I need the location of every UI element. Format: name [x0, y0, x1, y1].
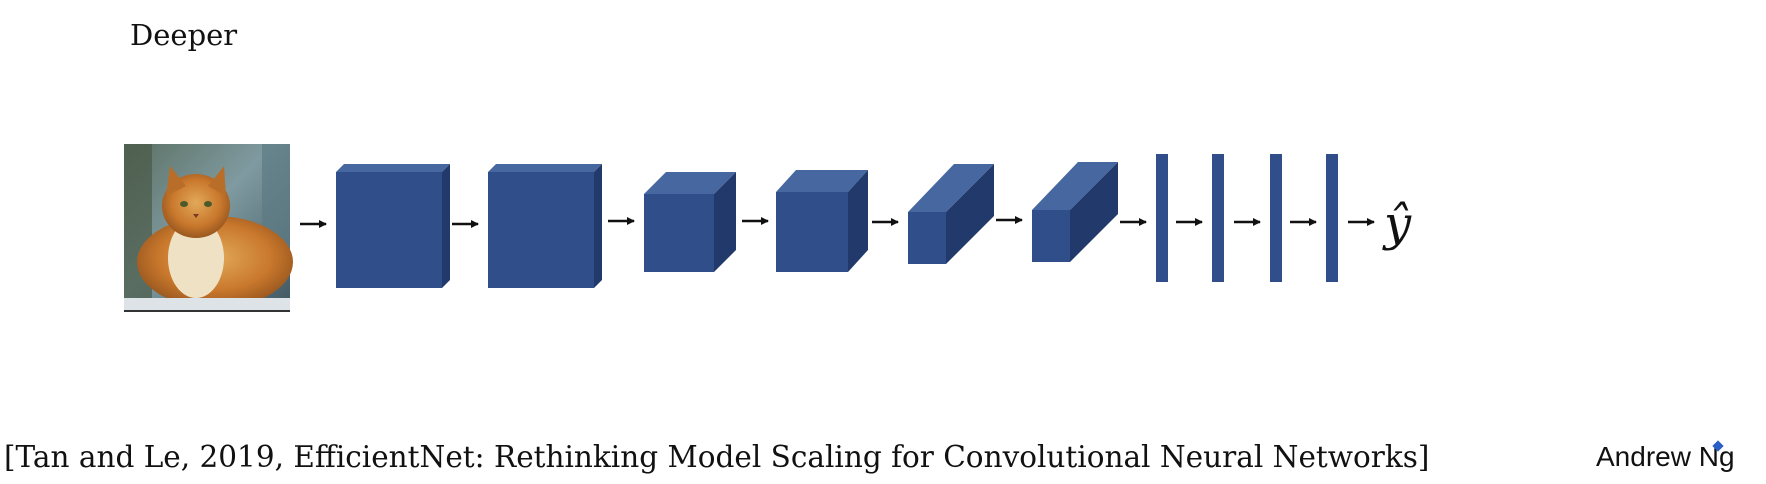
- conv-block-2: [488, 164, 602, 288]
- fc-layer-2: [1212, 154, 1224, 282]
- cat-image: [124, 144, 293, 312]
- conv-block-3: [644, 172, 736, 272]
- conv-block-6: [1032, 162, 1118, 262]
- conv-block-1: [336, 164, 450, 288]
- conv-block-5: [908, 164, 994, 264]
- fc-layer-1: [1156, 154, 1168, 282]
- arrows: [300, 216, 1375, 228]
- network-diagram: ŷ: [124, 144, 1412, 312]
- citation: [Tan and Le, 2019, EfficientNet: Rethink…: [4, 440, 1430, 474]
- author-name: Andrew Ng: [1596, 441, 1735, 472]
- conv-block-4: [776, 170, 868, 272]
- fc-layer-4: [1326, 154, 1338, 282]
- fc-layer-3: [1270, 154, 1282, 282]
- output-label: ŷ: [1382, 196, 1412, 252]
- slide-title: Deeper: [130, 18, 238, 52]
